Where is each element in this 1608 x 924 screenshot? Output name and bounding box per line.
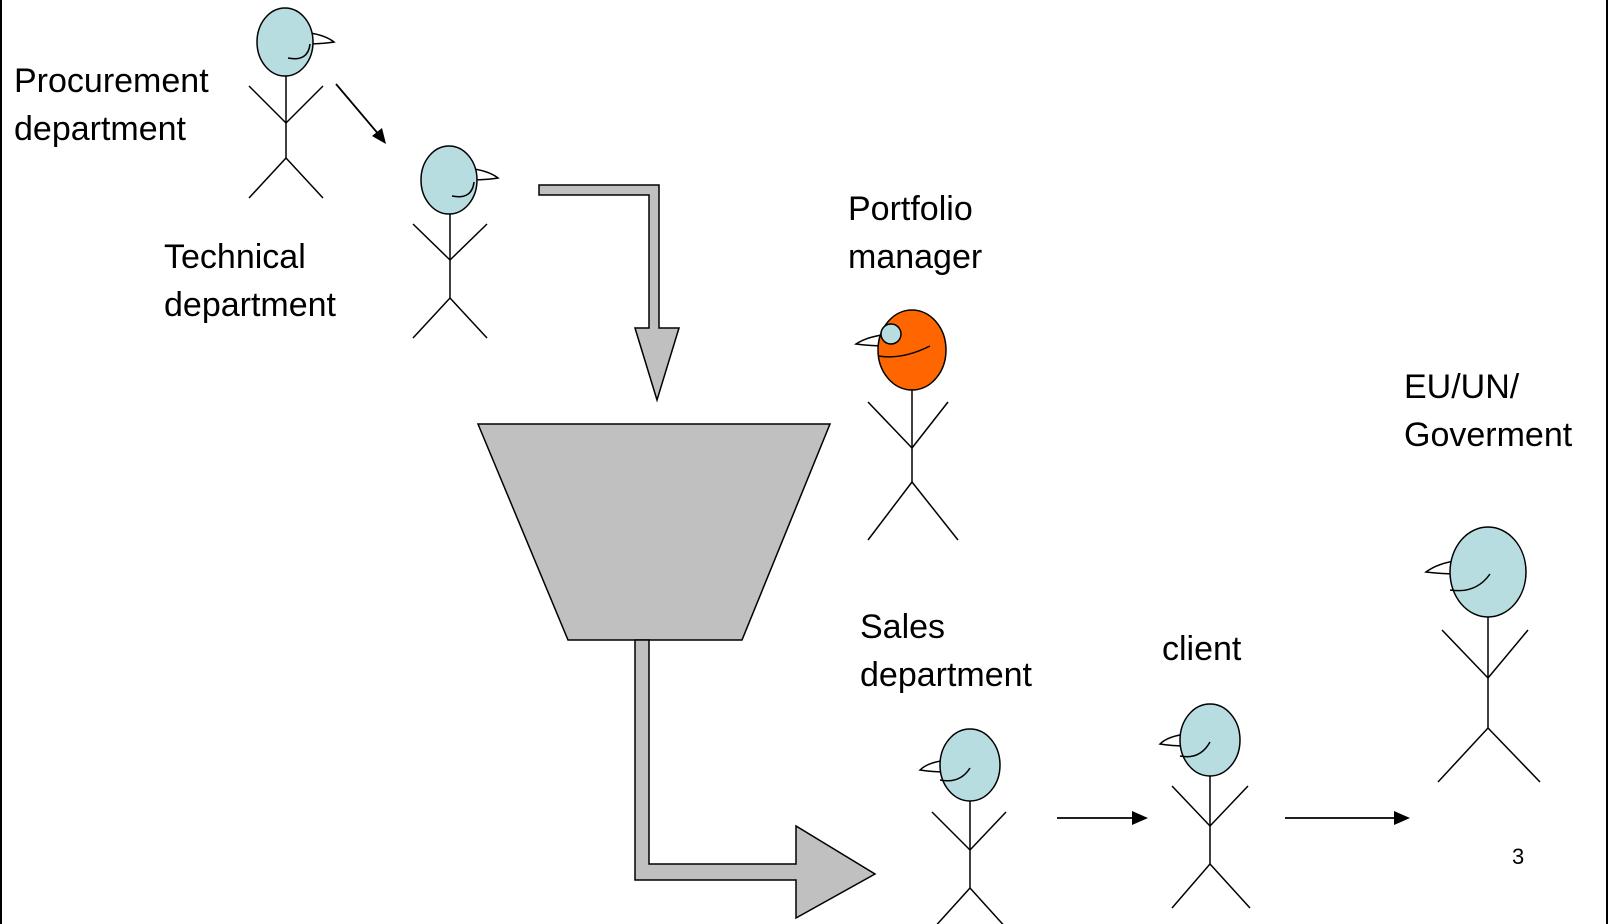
procurement-head [256, 7, 314, 77]
actor-portfolio [853, 309, 959, 541]
actor-government [1424, 526, 1541, 783]
client-label: client [1162, 630, 1242, 668]
portfolio-mouth [877, 345, 931, 358]
input-arrow [538, 184, 681, 403]
government-label-line1: EU/UN/ [1404, 368, 1520, 406]
procurement-label-line2: department [14, 110, 187, 148]
funnel [476, 423, 832, 641]
arrow-sales-to-client [1057, 811, 1148, 825]
page-number: 3 [1512, 844, 1524, 869]
portfolio-label-line1: Portfolio [848, 190, 973, 228]
actor-technical [412, 145, 500, 339]
government-label-line2: Goverment [1404, 416, 1573, 454]
sales-label-line1: Sales [860, 608, 945, 646]
arrow-procurement-to-technical [335, 83, 386, 144]
government-head [1449, 526, 1527, 618]
portfolio-label-line2: manager [848, 238, 982, 276]
actor-client [1158, 703, 1251, 909]
client-mouth [1179, 741, 1211, 758]
technical-label-line2: department [164, 286, 337, 324]
sales-label-line2: department [860, 656, 1033, 694]
portfolio-head [877, 309, 947, 391]
procurement-label-line1: Procurement [14, 62, 209, 100]
sales-mouth [939, 767, 971, 782]
technical-mouth [451, 181, 475, 198]
portfolio-glasses-icon [880, 323, 902, 345]
government-mouth [1449, 573, 1491, 592]
client-head [1179, 703, 1241, 777]
actor-procurement [248, 7, 336, 199]
technical-head [420, 145, 478, 215]
output-arrow [634, 639, 877, 920]
sales-head [939, 728, 1001, 802]
actor-sales [918, 728, 1007, 924]
arrow-client-to-government [1285, 811, 1410, 825]
procurement-mouth [287, 43, 311, 60]
technical-label-line1: Technical [164, 238, 306, 276]
